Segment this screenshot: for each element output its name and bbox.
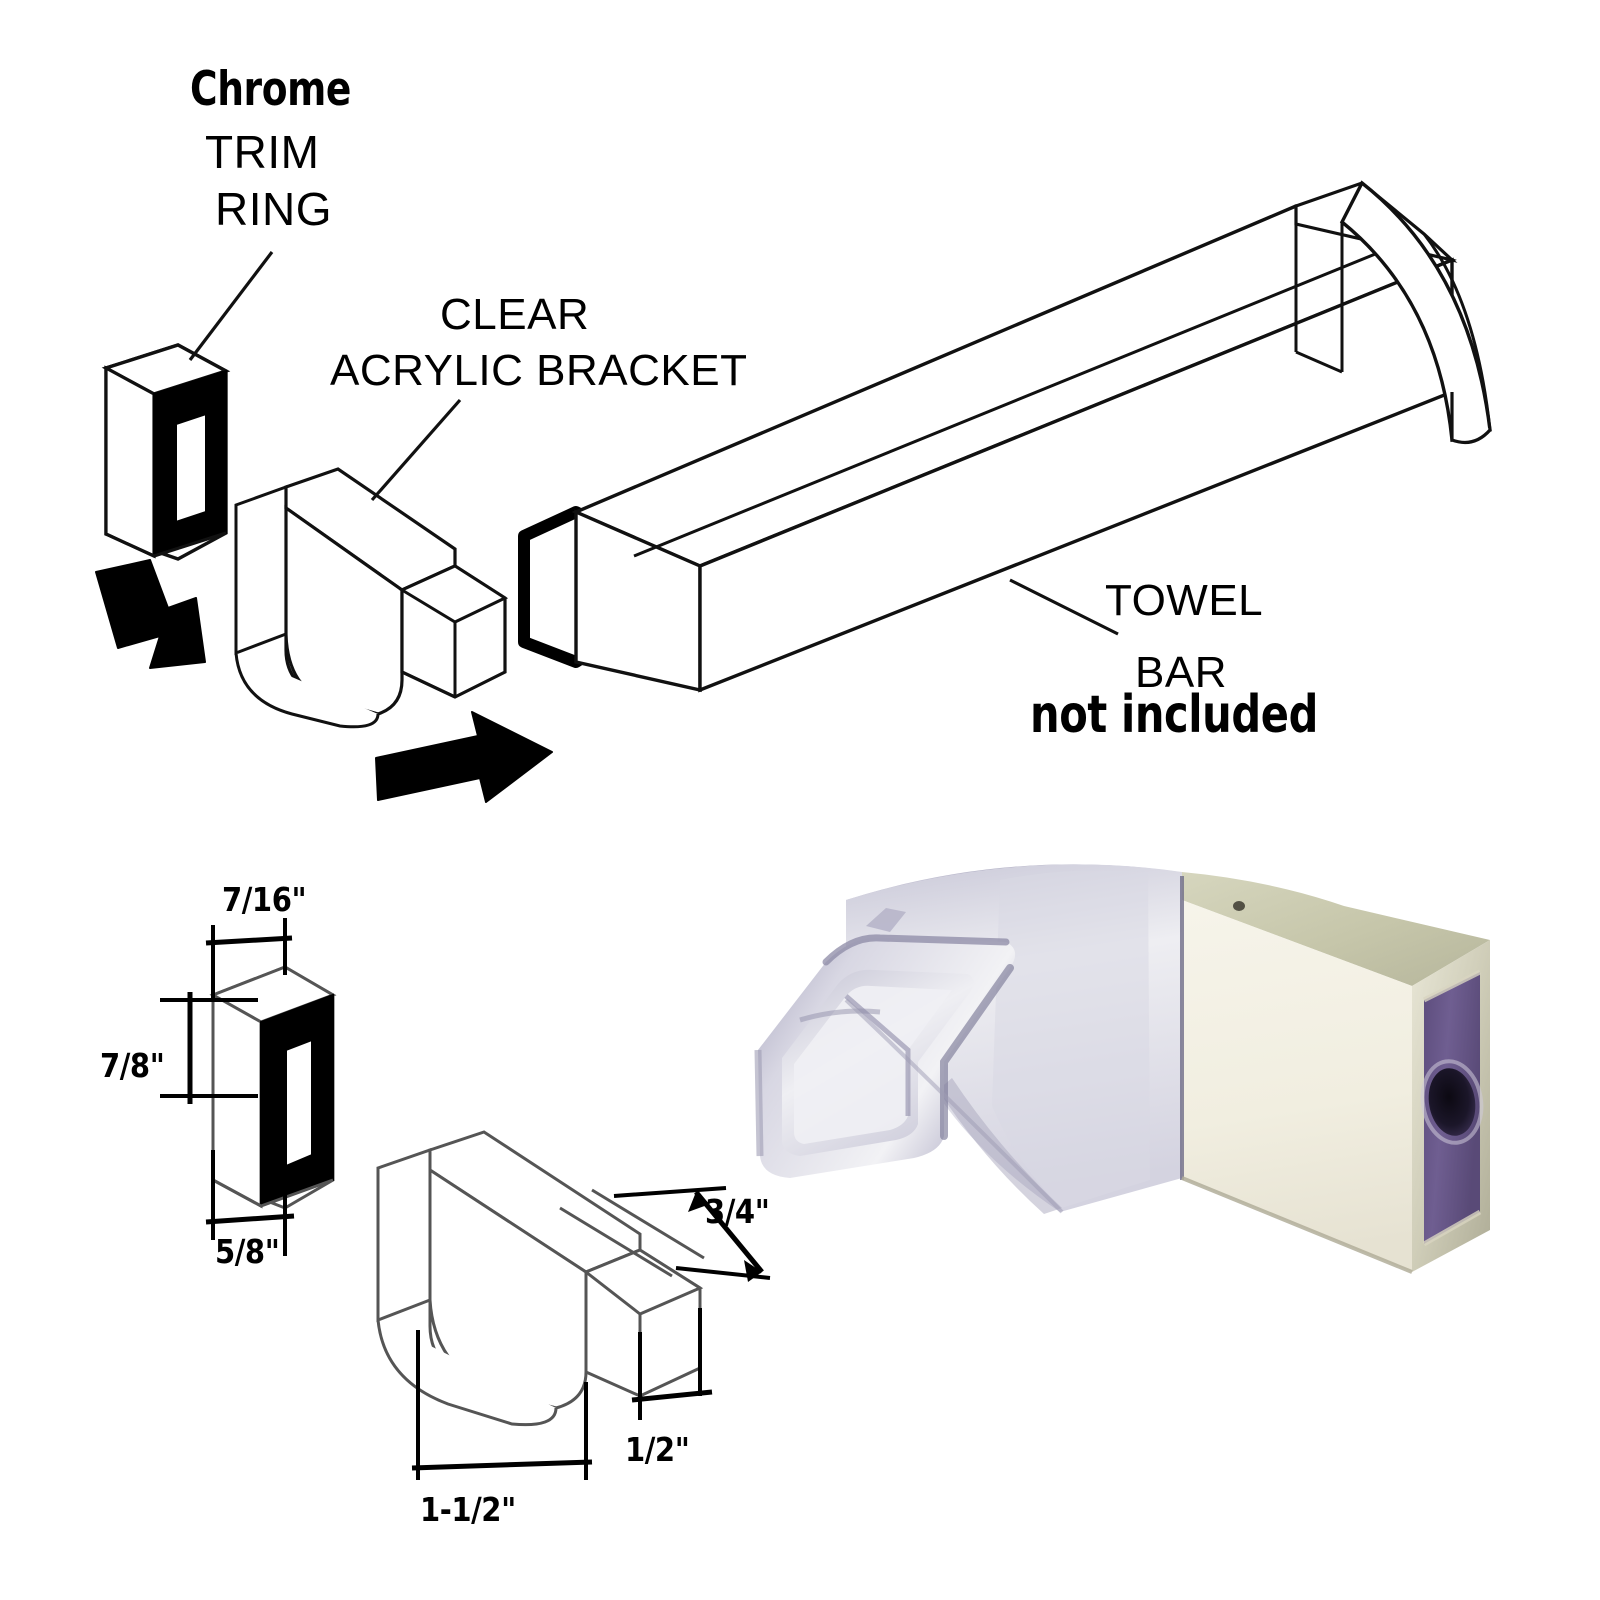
photo-cream-bottom-edge — [1181, 1176, 1413, 1274]
dim-bracket-rear-face — [376, 1147, 432, 1323]
leader-line-trim-ring — [188, 251, 274, 361]
dimension-3-4 — [613, 1186, 771, 1282]
dim-trim-ring-aperture — [285, 1038, 313, 1168]
towel-bar-arm-inner-edges — [1294, 206, 1344, 372]
dimensioned-trim-ring-view — [160, 918, 337, 1256]
photo-cream-front-face — [1182, 900, 1412, 1272]
leader-line-acrylic-bracket — [370, 398, 462, 502]
bracket-bottom-face — [234, 652, 380, 729]
label-not-included: not included — [1030, 685, 1318, 745]
dim-1-2-line — [631, 1389, 713, 1403]
dim-1-2-ext-lines — [638, 1308, 702, 1420]
label-trim: TRIM — [205, 126, 320, 178]
trim-ring-left-face — [104, 365, 156, 559]
assembly-arrow-bracket — [375, 711, 553, 803]
photo-socket-tab — [866, 908, 906, 932]
bracket-rear-face — [234, 484, 288, 656]
chrome-trim-ring-part — [101, 343, 231, 561]
trim-ring-aperture — [175, 412, 207, 524]
towel-bar-end-bottom — [1450, 392, 1492, 444]
exploded-assembly-view — [95, 180, 1492, 803]
dimension-5-8 — [205, 1150, 295, 1256]
photo-socket-streak — [799, 1008, 881, 1023]
label-clear: CLEAR — [440, 290, 590, 339]
arrow-down-right-icon — [95, 559, 206, 669]
towel-bar-arm-joint — [1295, 350, 1343, 374]
dimension-label-3-4: 3/4" — [705, 1192, 770, 1231]
dim-7-16-line — [205, 935, 293, 946]
towel-bar-part — [518, 180, 1492, 693]
dimension-label-5-8: 5/8" — [215, 1232, 280, 1271]
dimension-label-1-2: 1/2" — [625, 1430, 690, 1469]
photo-socket-left-edge — [754, 1049, 764, 1157]
dim-1-1-2-line — [411, 1459, 593, 1471]
dim-3-4-arrow-a — [688, 1192, 710, 1212]
leader-line-towel-bar — [1009, 578, 1119, 636]
clear-acrylic-bracket-part — [234, 467, 509, 729]
arrow-right-icon — [375, 711, 553, 803]
dimension-1-1-2 — [411, 1330, 593, 1480]
label-acrylic-bracket: ACRYLIC BRACKET — [330, 346, 748, 395]
assembly-arrow-trim-ring — [95, 559, 206, 669]
dim-7-16-ext-lines — [211, 918, 287, 1000]
photo-body-bottom-edge — [844, 998, 1064, 1214]
label-bar: BAR — [1135, 648, 1227, 697]
photo-mount-hole-rim — [1420, 1059, 1484, 1145]
dimension-label-1-1-2: 1-1/2" — [420, 1490, 516, 1529]
acrylic-bracket-photo — [754, 864, 1490, 1274]
dim-bracket-neck-top — [583, 1248, 704, 1316]
dim-bracket-bottom-face — [376, 1319, 558, 1427]
dim-5-8-line — [205, 1213, 295, 1225]
dim-trim-ring-bottom-edge — [212, 1178, 334, 1208]
photo-socket-inner-edge — [844, 994, 911, 1116]
photo-socket-top-edge — [822, 934, 1010, 966]
dim-3-4-line — [694, 1190, 764, 1274]
towel-bar-arm-outer — [1422, 233, 1492, 431]
bracket-neck-bottom — [401, 670, 456, 699]
photo-mount-hole — [1428, 1068, 1476, 1136]
dim-7-8-ext-lines — [160, 998, 258, 1098]
photo-socket-inner-face — [794, 985, 952, 1144]
bracket-neck-top — [398, 564, 509, 624]
photo-acrylic-body-shade — [992, 870, 1150, 1208]
dimension-label-7-8: 7/8" — [100, 1046, 165, 1085]
towel-bar-groove — [633, 246, 1391, 558]
dimensioned-acrylic-bracket-view — [376, 1130, 771, 1480]
photo-socket-right-edge — [940, 964, 1014, 1140]
dimension-1-2 — [631, 1308, 713, 1420]
dim-3-4-arrow-b — [744, 1260, 762, 1282]
dimension-7-8 — [160, 992, 258, 1104]
photo-cream-top-face — [1182, 872, 1490, 986]
label-ring: RING — [215, 183, 332, 235]
dimension-label-7-16: 7/16" — [222, 880, 307, 919]
photo-cavity-rim — [1422, 969, 1482, 1247]
trim-ring-bottom-edge — [105, 531, 227, 558]
dimension-7-16 — [205, 918, 293, 1000]
dim-trim-ring-left-face — [211, 992, 263, 1209]
label-chrome: Chrome — [190, 62, 352, 117]
photo-surface-speck — [1233, 901, 1245, 911]
label-towel: TOWEL — [1105, 576, 1264, 625]
dim-bracket-chamfer-ribs — [559, 1188, 705, 1278]
